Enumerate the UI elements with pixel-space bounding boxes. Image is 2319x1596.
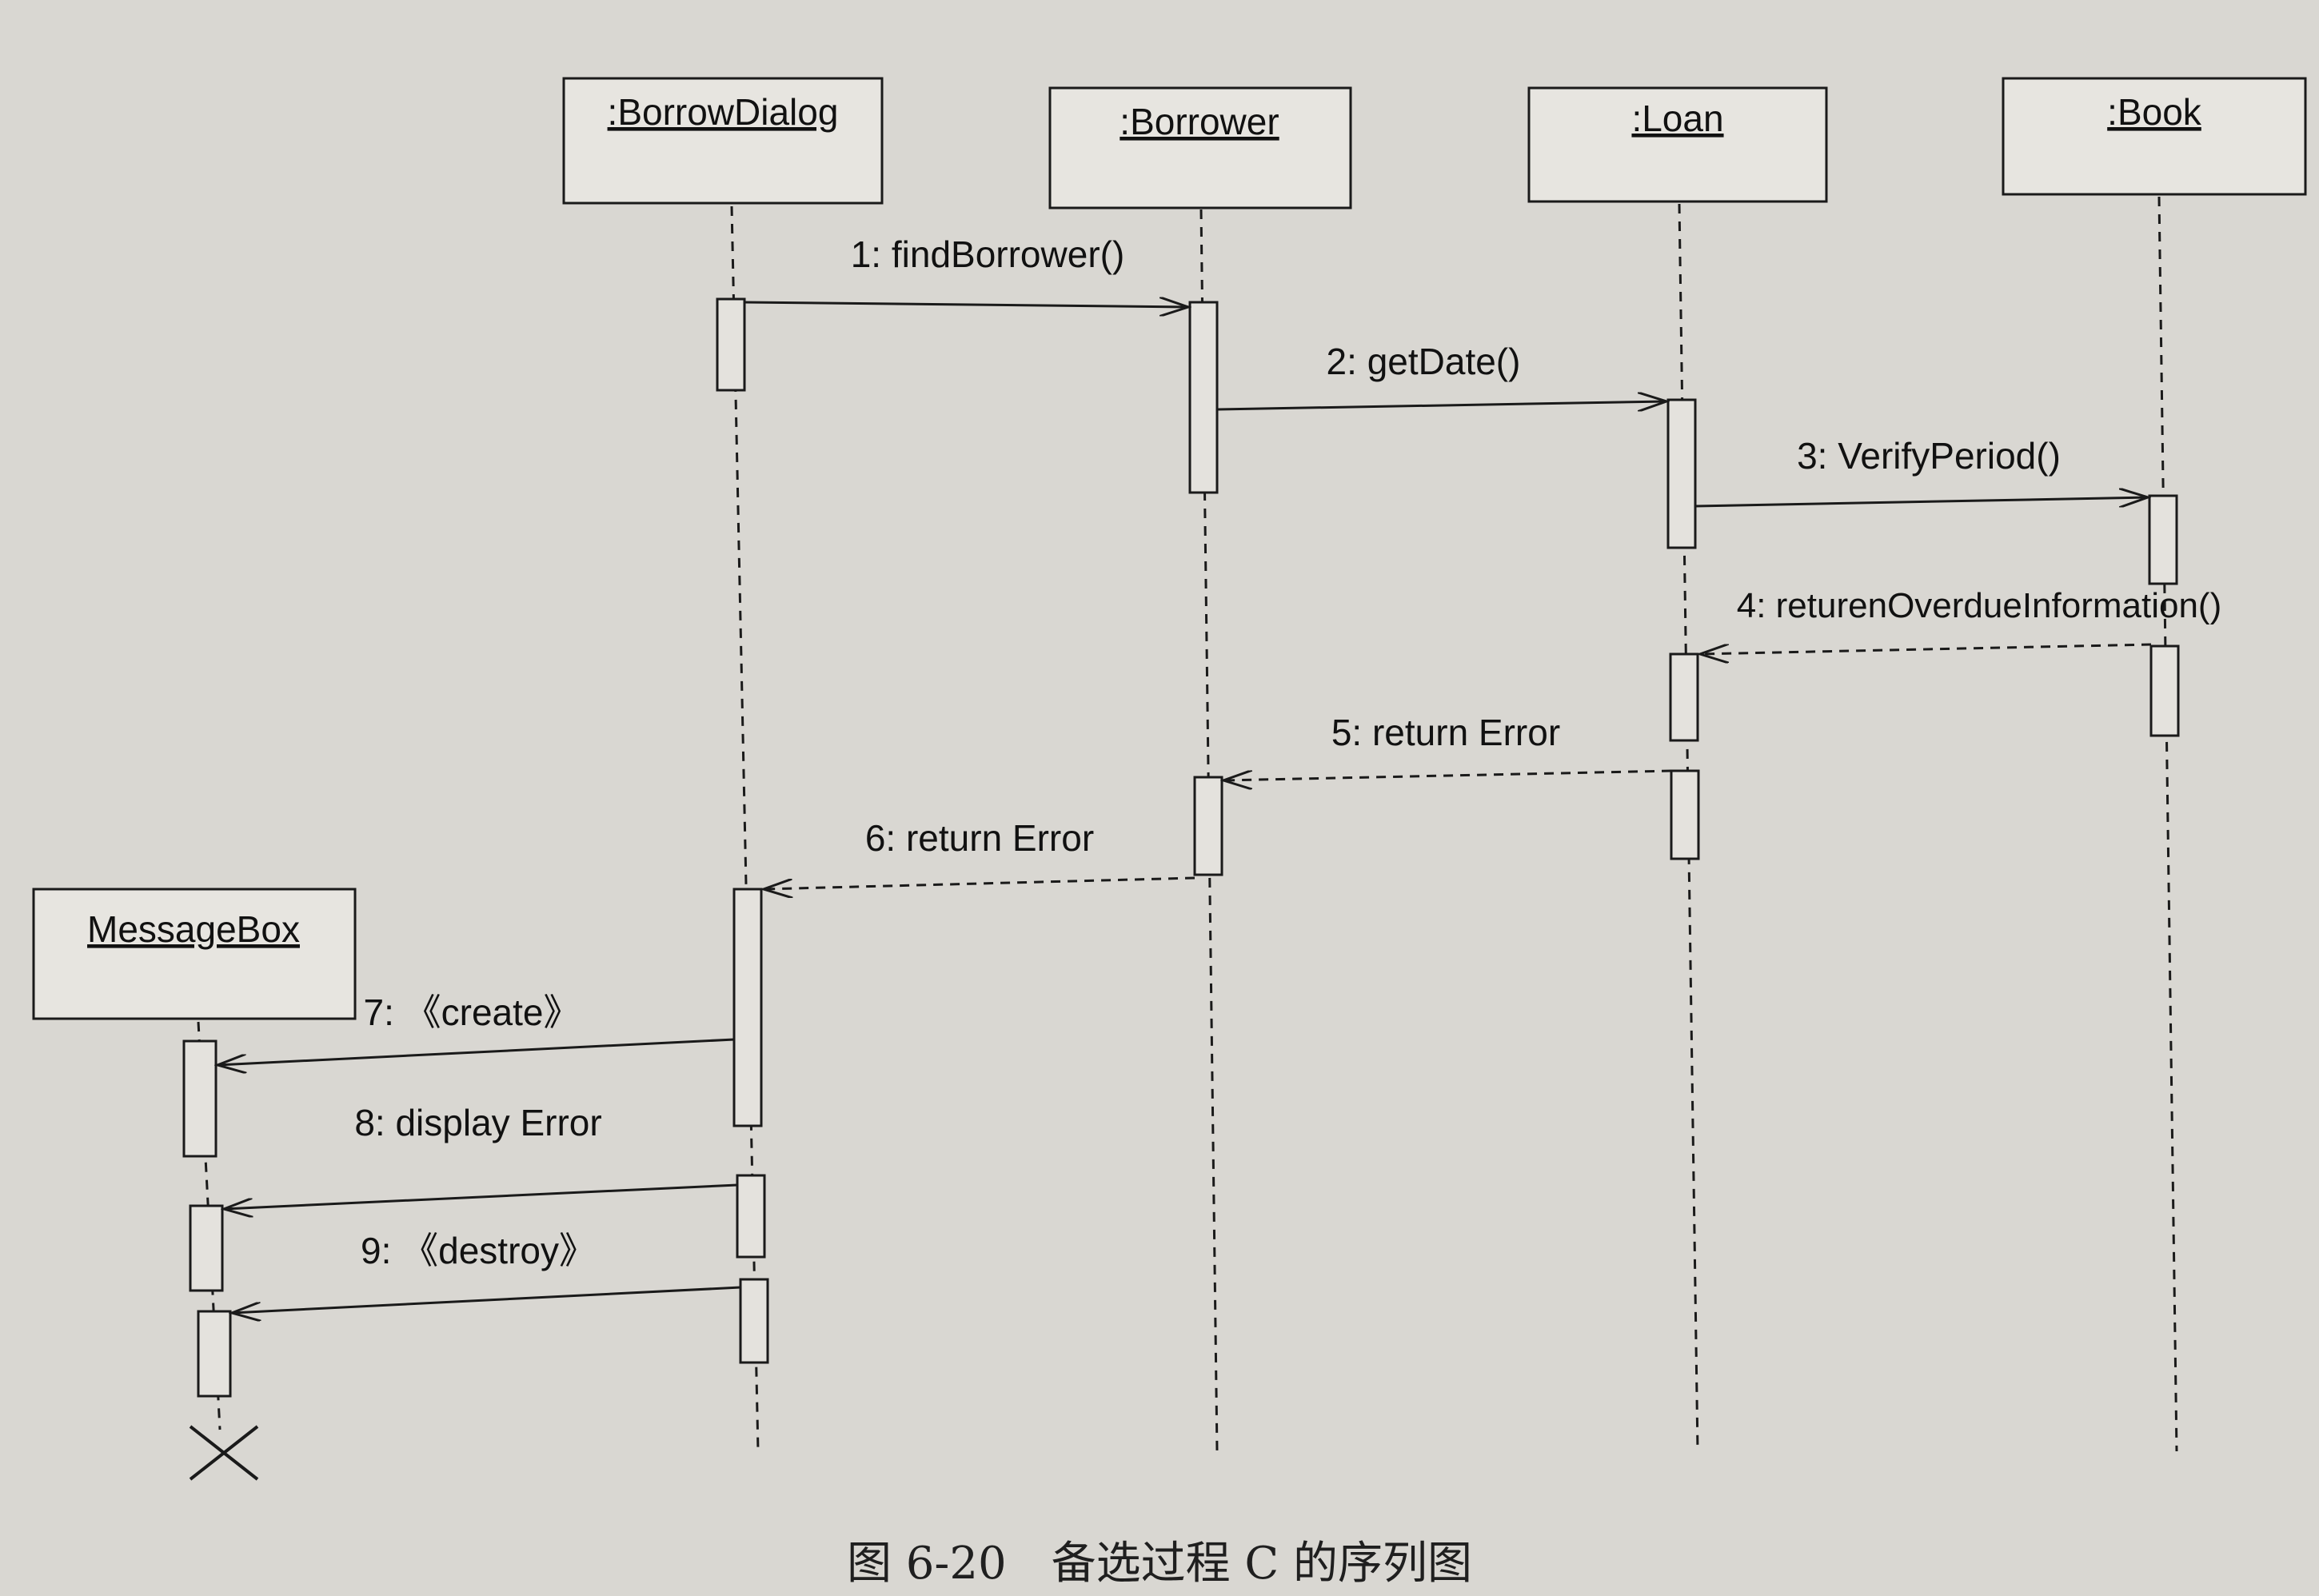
message-9: 9: 《destroy》 <box>232 1230 741 1313</box>
object-book: :Book <box>2002 77 2307 196</box>
activation-bar-book-1 <box>2148 494 2178 585</box>
message-label-6: 6: return Error <box>865 817 1094 859</box>
activation-bar-msgbox-2 <box>189 1204 224 1292</box>
message-4: 4: returenOverdueInformation() <box>1700 586 2221 654</box>
message-label-3: 3: VerifyPeriod() <box>1797 435 2061 477</box>
message-2: 2: getDate() <box>1216 341 1666 409</box>
activation-bar-dialog-3 <box>736 1174 766 1259</box>
figure-caption: 图 6-20 备选过程 C 的序列图 <box>846 1538 1473 1590</box>
lifeline-book <box>2157 196 2178 1452</box>
message-7: 7: 《create》 <box>218 992 735 1065</box>
message-label-2: 2: getDate() <box>1327 341 1521 382</box>
activation-bar-borrower-2 <box>1193 776 1223 876</box>
message-label-5: 5: return Error <box>1331 712 1560 753</box>
object-message-box: MessageBox <box>32 888 357 1020</box>
object-loan: :Loan <box>1527 86 1828 203</box>
activation-bar-msgbox-3 <box>197 1310 232 1398</box>
object-label-loan: :Loan <box>1631 98 1723 139</box>
activation-bar-dialog-4 <box>739 1278 769 1364</box>
destroy-x-mark <box>189 1425 259 1481</box>
activation-bar-dialog-2 <box>732 888 763 1127</box>
activation-bar-msgbox-1 <box>182 1039 218 1158</box>
message-label-8: 8: display Error <box>354 1102 601 1143</box>
message-label-1: 1: findBorrower() <box>851 233 1125 275</box>
object-label-borrow-dialog: :BorrowDialog <box>608 91 839 133</box>
activation-bar-loan-2 <box>1669 652 1699 742</box>
message-6: 6: return Error <box>764 817 1195 889</box>
message-label-4: 4: returenOverdueInformation() <box>1737 586 2222 625</box>
message-label-9: 9: 《destroy》 <box>361 1230 596 1271</box>
message-label-7: 7: 《create》 <box>364 992 581 1033</box>
object-borrow-dialog: :BorrowDialog <box>562 77 884 205</box>
object-label-message-box: MessageBox <box>87 908 300 950</box>
activation-bar-book-2 <box>2149 644 2180 737</box>
activation-bar-loan-3 <box>1670 769 1700 860</box>
activation-bar-dialog-1 <box>716 297 746 392</box>
message-1: 1: findBorrower() <box>744 233 1188 307</box>
object-label-borrower: :Borrower <box>1120 101 1279 142</box>
object-label-book: :Book <box>2107 91 2202 133</box>
message-5: 5: return Error <box>1223 712 1672 780</box>
message-8: 8: display Error <box>224 1102 738 1209</box>
object-borrower: :Borrower <box>1048 86 1352 209</box>
message-3: 3: VerifyPeriod() <box>1694 435 2148 506</box>
activation-bar-borrower-1 <box>1188 301 1219 494</box>
lifeline-borrow-dialog <box>730 205 760 1452</box>
activation-bar-loan-1 <box>1666 398 1697 549</box>
